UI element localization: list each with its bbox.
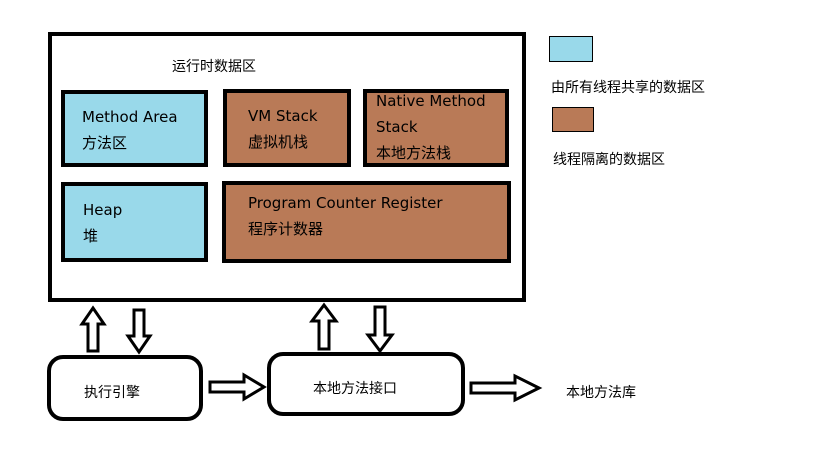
native-method-stack-label-en-2: Stack bbox=[376, 118, 418, 136]
legend-shared-label: 由所有线程共享的数据区 bbox=[551, 80, 705, 96]
method-area-box bbox=[61, 90, 208, 167]
native-method-stack-label-en-1: Native Method bbox=[376, 92, 486, 110]
heap-label-en: Heap bbox=[83, 201, 123, 219]
legend-private-swatch bbox=[552, 107, 594, 132]
legend-private-label: 线程隔离的数据区 bbox=[553, 152, 665, 168]
native-method-interface-label: 本地方法接口 bbox=[313, 381, 397, 397]
method-area-label-cn: 方法区 bbox=[82, 134, 128, 152]
up-arrow-icon bbox=[309, 302, 339, 351]
native-method-library-label: 本地方法库 bbox=[566, 385, 636, 401]
vm-stack-label-cn: 虚拟机栈 bbox=[248, 133, 309, 151]
right-arrow-icon bbox=[208, 372, 267, 402]
program-counter-register-box bbox=[222, 181, 511, 263]
program-counter-label-cn: 程序计数器 bbox=[248, 220, 324, 238]
method-area-label-en: Method Area bbox=[82, 108, 178, 126]
native-method-interface-box bbox=[267, 352, 465, 416]
vm-stack-box bbox=[223, 89, 351, 167]
heap-label-cn: 堆 bbox=[83, 227, 99, 245]
down-arrow-icon bbox=[125, 308, 153, 355]
vm-stack-label-en: VM Stack bbox=[248, 107, 318, 125]
right-arrow-icon bbox=[469, 373, 543, 403]
runtime-data-area-title: 运行时数据区 bbox=[172, 59, 256, 75]
native-method-stack-box bbox=[363, 89, 509, 167]
down-arrow-icon bbox=[365, 305, 395, 354]
heap-box bbox=[61, 182, 208, 262]
execution-engine-box bbox=[47, 355, 203, 421]
execution-engine-label: 执行引擎 bbox=[84, 385, 140, 401]
legend-shared-swatch bbox=[549, 36, 593, 62]
up-arrow-icon bbox=[79, 305, 107, 353]
program-counter-label-en: Program Counter Register bbox=[248, 194, 443, 212]
native-method-stack-label-cn: 本地方法栈 bbox=[376, 144, 452, 162]
